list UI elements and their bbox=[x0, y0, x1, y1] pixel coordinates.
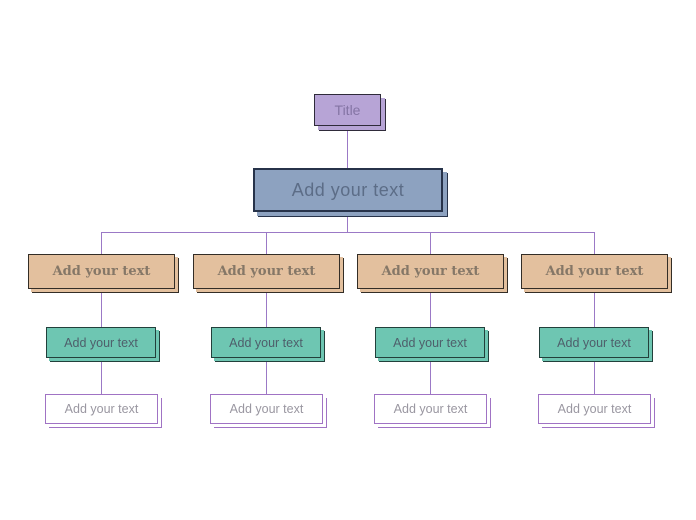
root-box[interactable]: Add your text bbox=[253, 168, 443, 212]
level3-box-1[interactable]: Add your text bbox=[46, 327, 156, 358]
level4-box-4[interactable]: Add your text bbox=[538, 394, 651, 424]
level2-box-2[interactable]: Add your text bbox=[193, 254, 340, 289]
level4-box-3[interactable]: Add your text bbox=[374, 394, 487, 424]
level4-box-1[interactable]: Add your text bbox=[45, 394, 158, 424]
connector-l2-l3-col3 bbox=[430, 289, 431, 327]
connector-l3-l4-col2 bbox=[266, 358, 267, 394]
level3-box-4[interactable]: Add your text bbox=[539, 327, 649, 358]
connector-l2-l3-col4 bbox=[594, 289, 595, 327]
connector-bus-col4 bbox=[594, 232, 595, 254]
connector-l2-l3-col1 bbox=[101, 289, 102, 327]
connector-l3-l4-col4 bbox=[594, 358, 595, 394]
connector-bus-col2 bbox=[266, 232, 267, 254]
connector-bus bbox=[101, 232, 595, 233]
level2-box-3[interactable]: Add your text bbox=[357, 254, 504, 289]
connector-l2-l3-col2 bbox=[266, 289, 267, 327]
connector-title-root bbox=[347, 126, 348, 168]
level3-box-2[interactable]: Add your text bbox=[211, 327, 321, 358]
connector-bus-col1 bbox=[101, 232, 102, 254]
level2-box-4[interactable]: Add your text bbox=[521, 254, 668, 289]
connector-bus-col3 bbox=[430, 232, 431, 254]
connector-l3-l4-col1 bbox=[101, 358, 102, 394]
title-box[interactable]: Title bbox=[314, 94, 381, 126]
level3-box-3[interactable]: Add your text bbox=[375, 327, 485, 358]
level4-box-2[interactable]: Add your text bbox=[210, 394, 323, 424]
connector-l3-l4-col3 bbox=[430, 358, 431, 394]
level2-box-1[interactable]: Add your text bbox=[28, 254, 175, 289]
connector-root-bus bbox=[347, 212, 348, 232]
